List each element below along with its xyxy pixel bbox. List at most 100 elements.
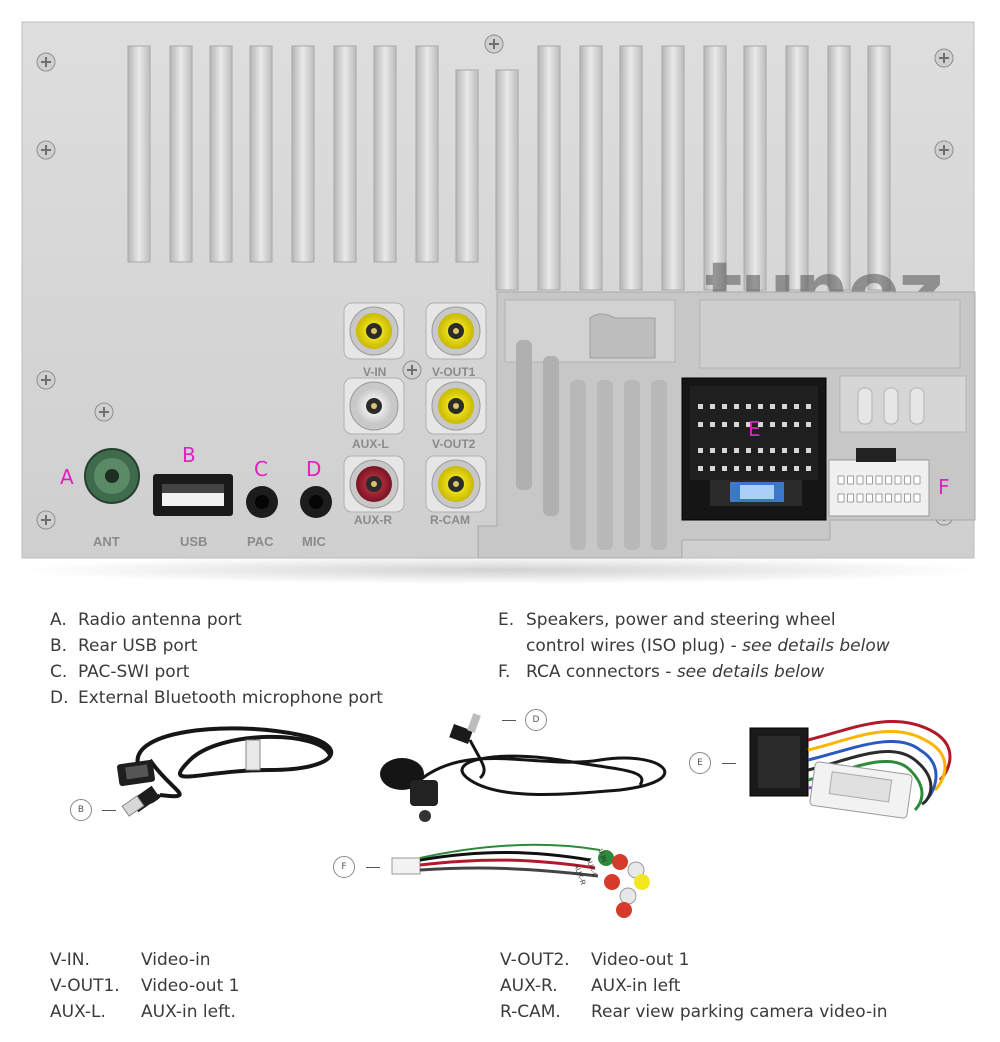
iso-pin	[722, 448, 727, 453]
label-mic: MIC	[302, 534, 326, 549]
rca-jack-icon	[343, 455, 405, 513]
iso-pin	[770, 448, 775, 453]
iso-pin	[734, 448, 739, 453]
legend-key: D.	[50, 688, 69, 708]
vent-slot	[661, 45, 685, 291]
cable-label: V-IN	[596, 848, 607, 863]
iso-pin	[722, 466, 727, 471]
rca-legend-item: V-OUT2.Video-out 1	[500, 947, 888, 973]
iso-pin	[734, 404, 739, 409]
screw-icon	[36, 140, 56, 160]
legend-ports-left: A. Radio antenna port B.Rear USB port C. P…	[50, 607, 383, 711]
legend-item-c: C. PAC-SWI port	[50, 659, 383, 685]
rca-legend-text: AUX-in left.	[141, 1002, 236, 1022]
legend-text: Rear USB port	[78, 636, 198, 656]
callout-line	[722, 763, 736, 764]
iso-pin	[794, 422, 799, 427]
iso-pin	[698, 404, 703, 409]
rca-pin	[875, 493, 883, 503]
screw-icon	[934, 48, 954, 68]
external-microphone-icon	[380, 713, 667, 822]
iso-pin	[794, 466, 799, 471]
vent-slot	[703, 45, 727, 291]
label-pac: PAC	[247, 534, 274, 549]
legend-text: PAC-SWI port	[78, 662, 190, 682]
legend-key: C.	[50, 662, 68, 682]
iso-pin	[710, 404, 715, 409]
rca-pin	[856, 475, 864, 485]
vent-slot	[291, 45, 315, 263]
legend-text: Radio antenna port	[78, 610, 242, 630]
iso-pin	[806, 422, 811, 427]
iso-pin	[710, 448, 715, 453]
legend-key: F.	[498, 662, 511, 682]
screw-icon	[36, 370, 56, 390]
rca-pin	[847, 475, 854, 485]
legend-item-e: E.Speakers, power and steering wheel	[498, 607, 890, 633]
iso-pin	[758, 448, 763, 453]
label-v-out1: V-OUT1	[432, 365, 476, 379]
iso-pin	[806, 448, 811, 453]
rca-legend-text: Video-in	[141, 950, 211, 970]
legend-item-b: B.Rear USB port	[50, 633, 383, 659]
iso-connector-icon	[681, 377, 827, 521]
iso-pin	[698, 448, 703, 453]
rca-pin	[837, 475, 845, 485]
rca-plugs	[598, 850, 650, 918]
rca-jack-icon	[425, 455, 487, 513]
usb-extension-cable-icon	[117, 726, 334, 817]
rca-legend-item: AUX-L. AUX-in left.	[50, 999, 239, 1025]
rca-pin	[856, 493, 864, 503]
iso-pin	[722, 404, 727, 409]
screw-icon	[36, 52, 56, 72]
rca-legend-key: V-IN.	[50, 950, 90, 970]
vent-slot	[827, 45, 851, 291]
iso-pin	[734, 466, 739, 471]
iso-pin	[794, 448, 799, 453]
pac-jack-icon	[246, 486, 278, 518]
rca-pin	[885, 475, 892, 485]
rca-jack-icon	[425, 302, 487, 360]
legend-key: A.	[50, 610, 67, 630]
vent-slot	[867, 45, 891, 291]
legend-item-a: A. Radio antenna port	[50, 607, 383, 633]
rca-pin	[866, 493, 873, 503]
accessories-illustration: AUX-R AUX-L V-IN	[117, 713, 952, 918]
rca-legend-key: AUX-L.	[50, 1002, 106, 1022]
legend-text: Speakers, power and steering wheel	[526, 610, 836, 630]
rca-pin	[894, 475, 902, 485]
legend-text: RCA connectors -	[526, 662, 672, 682]
rca-pin	[913, 475, 921, 485]
rca-legend-text: Video-out 1	[141, 976, 240, 996]
rca-legend-key: V-OUT1.	[50, 976, 120, 996]
iso-pin	[722, 422, 727, 427]
iso-pin	[710, 422, 715, 427]
iso-pin	[758, 422, 763, 427]
label-aux-r: AUX-R	[354, 513, 392, 527]
iso-pin	[746, 422, 751, 427]
vent-slot	[743, 45, 767, 291]
iso-pin	[746, 466, 751, 471]
rca-legend-item: V-IN. Video-in	[50, 947, 239, 973]
rca-pin	[894, 493, 902, 503]
iso-pin	[794, 404, 799, 409]
vent-slot	[619, 45, 643, 291]
label-v-in: V-IN	[363, 365, 386, 379]
vent-slot	[209, 45, 233, 263]
iso-pin	[734, 422, 739, 427]
legend-text: External Bluetooth microphone port	[78, 688, 383, 708]
rca-legend-key: V-OUT2.	[500, 950, 570, 970]
label-v-out2: V-OUT2	[432, 437, 476, 451]
screw-icon	[934, 140, 954, 160]
rca-pin	[875, 475, 883, 485]
legend-item-f: F.RCA connectors - see details below	[498, 659, 890, 685]
iso-pin	[782, 466, 787, 471]
callout-f: F	[333, 856, 355, 878]
rca-pin	[847, 493, 854, 503]
callout-line	[366, 867, 380, 868]
iso-pin	[782, 404, 787, 409]
iso-pin	[782, 448, 787, 453]
iso-pin	[698, 422, 703, 427]
rear-panel-illustration: tunez A ANT B USB C PAC D MIC V-IN V-OUT…	[20, 21, 980, 584]
rca-harness-icon: AUX-R AUX-L V-IN	[391, 843, 650, 918]
